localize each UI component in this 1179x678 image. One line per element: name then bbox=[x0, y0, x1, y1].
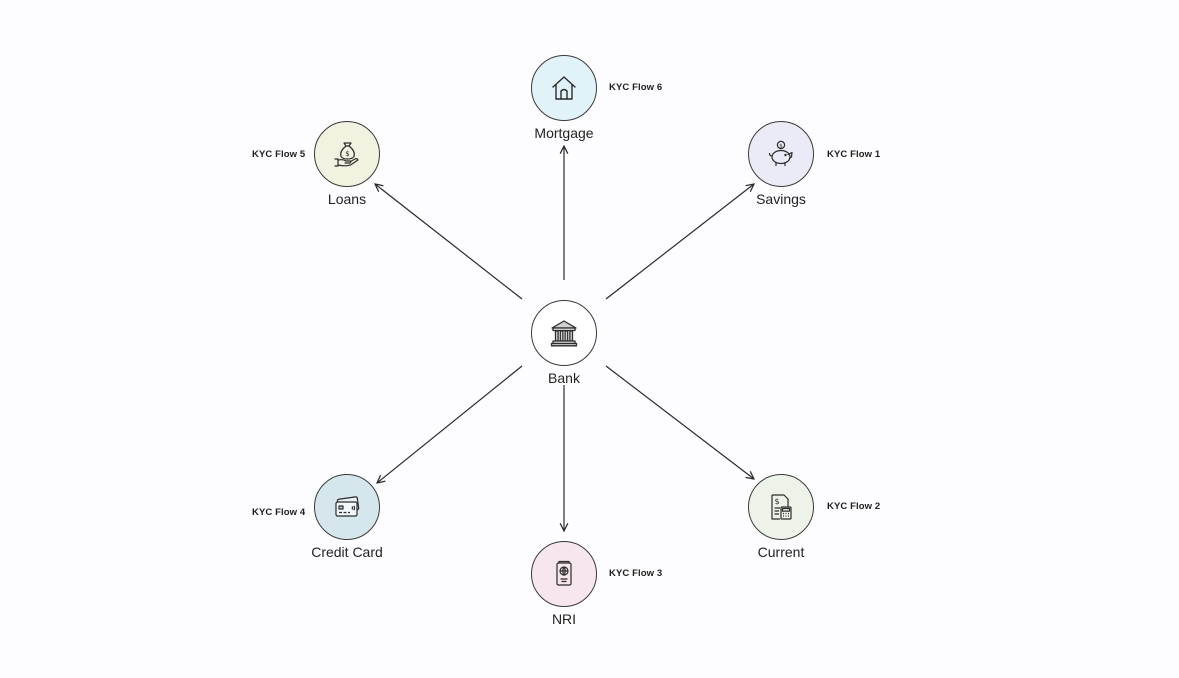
node-current-label: Current bbox=[757, 544, 805, 560]
flow-label-savings: KYC Flow 1 bbox=[827, 149, 881, 160]
edge-bank-savings bbox=[605, 184, 754, 300]
svg-text:$: $ bbox=[779, 143, 783, 149]
node-savings-label: Savings bbox=[756, 191, 806, 207]
house-icon bbox=[552, 76, 576, 100]
piggy-bank-icon: $ bbox=[768, 140, 793, 167]
edge-bank-loans bbox=[375, 184, 523, 300]
node-loans-circle: $ bbox=[314, 121, 380, 187]
bank-icon bbox=[550, 320, 578, 347]
invoice-calculator-icon: $ bbox=[771, 494, 792, 520]
node-nri[interactable]: NRI bbox=[531, 541, 597, 627]
flow-label-nri: KYC Flow 3 bbox=[609, 568, 663, 579]
node-mortgage-label: Mortgage bbox=[534, 125, 594, 141]
edge-bank-credit-card bbox=[377, 365, 523, 483]
svg-text:$: $ bbox=[774, 497, 779, 506]
flow-label-credit-card: KYC Flow 4 bbox=[252, 507, 306, 518]
node-nri-label: NRI bbox=[551, 611, 577, 627]
node-loans[interactable]: $ Loans bbox=[314, 121, 380, 207]
node-savings-circle: $ bbox=[748, 121, 814, 187]
node-bank-label: Bank bbox=[548, 370, 580, 386]
passport-icon bbox=[556, 560, 572, 586]
flow-label-mortgage: KYC Flow 6 bbox=[609, 82, 663, 93]
svg-text:$: $ bbox=[345, 150, 349, 158]
node-mortgage[interactable]: Mortgage bbox=[531, 55, 597, 141]
node-nri-circle bbox=[531, 541, 597, 607]
node-bank[interactable]: Bank bbox=[531, 300, 597, 386]
node-current-circle: $ bbox=[748, 474, 814, 540]
node-credit-card[interactable]: Credit Card bbox=[311, 474, 383, 560]
node-current[interactable]: $ Current bbox=[748, 474, 814, 560]
node-loans-label: Loans bbox=[327, 191, 367, 207]
money-bag-hand-icon: $ bbox=[334, 142, 359, 167]
node-savings[interactable]: $ Savings bbox=[748, 121, 814, 207]
node-bank-circle bbox=[531, 300, 597, 366]
credit-card-icon bbox=[335, 496, 360, 517]
edge-bank-current bbox=[605, 365, 754, 479]
node-credit-card-circle bbox=[314, 474, 380, 540]
node-credit-card-label: Credit Card bbox=[311, 544, 383, 560]
node-mortgage-circle bbox=[531, 55, 597, 121]
flow-label-loans: KYC Flow 5 bbox=[252, 149, 306, 160]
flow-label-current: KYC Flow 2 bbox=[827, 501, 881, 512]
